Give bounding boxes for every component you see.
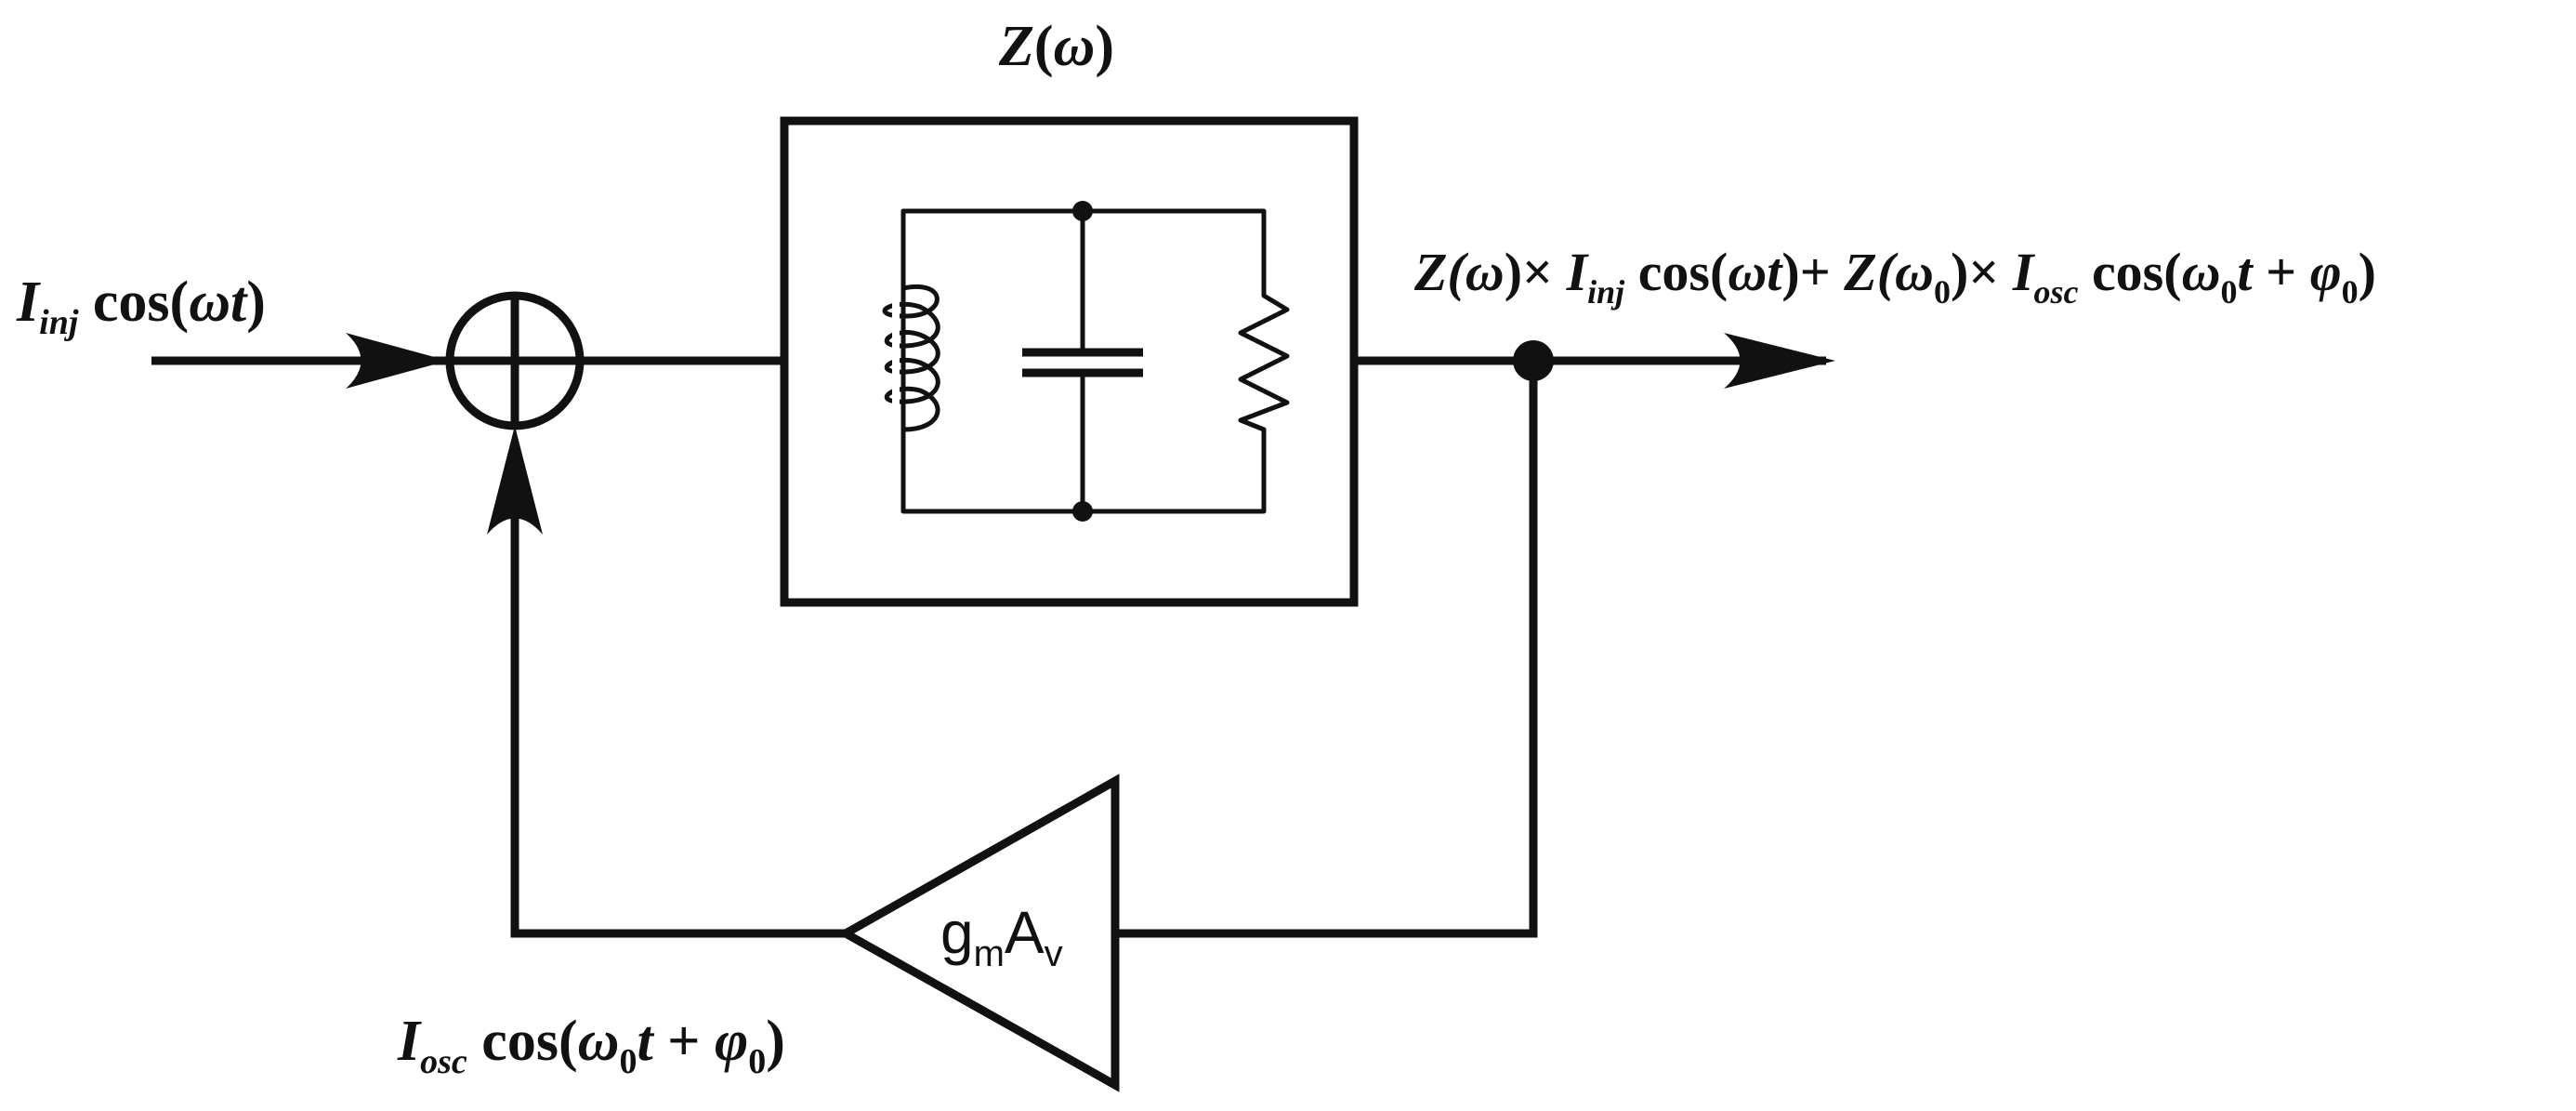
subscript: 0 (748, 1042, 766, 1081)
paren: ) (1095, 15, 1114, 78)
subscript: inj (39, 303, 79, 342)
omega-symbol: ω (189, 271, 230, 334)
omega-symbol: ω (578, 1010, 620, 1073)
omega-symbol: ω (1728, 242, 1767, 302)
subscript: osc (420, 1042, 467, 1081)
subscript: inj (1587, 273, 1625, 311)
amplifier-triangle (836, 774, 1120, 1092)
feedback-wire-right (1115, 361, 1538, 938)
gm-symbol: g (940, 899, 974, 966)
omega-symbol: ω (1895, 242, 1934, 302)
paren: ) (2359, 242, 2376, 302)
subscript: 0 (2221, 273, 2238, 311)
subscript: 0 (619, 1042, 637, 1081)
time-symbol: t (2238, 242, 2254, 302)
z-symbol: Z( (1413, 242, 1468, 302)
time-symbol: t (230, 271, 248, 334)
plus-text: )+ (1781, 242, 1844, 302)
z-symbol: Z( (1843, 242, 1898, 302)
subscript: osc (2033, 273, 2078, 311)
bottom-node-dot (1072, 501, 1093, 522)
cos-text: cos( (1624, 242, 1728, 302)
top-node-dot (1072, 201, 1093, 221)
inductor-symbol (882, 279, 940, 444)
phi-symbol: φ (2310, 242, 2342, 302)
z-symbol: Z (998, 15, 1034, 78)
feedback-wire-left (510, 502, 846, 938)
block-title-label: Z(ω) (998, 15, 1114, 78)
omega-symbol: ω (1465, 242, 1505, 302)
input-signal-label: Iinj cos(ωt) (16, 271, 266, 342)
current-symbol: I (2012, 242, 2036, 302)
times-text: )× (1951, 242, 2013, 302)
subscript: m (974, 933, 1005, 974)
paren: ( (1034, 15, 1054, 78)
cos-text: cos( (2078, 242, 2181, 302)
input-arrowhead (346, 333, 448, 389)
paren: ) (766, 1010, 785, 1073)
omega-symbol: ω (2182, 242, 2221, 302)
amplifier-label: gmAv (940, 899, 1063, 974)
feedback-signal-label: Iosc cos(ω0t + φ0) (397, 1010, 785, 1081)
output-arrowhead (1724, 333, 1835, 389)
current-symbol: I (397, 1010, 422, 1073)
current-symbol: I (1566, 242, 1590, 302)
plus-text: + (653, 1010, 715, 1073)
cos-text: cos( (78, 271, 189, 334)
plus-text: + (2253, 242, 2310, 302)
time-symbol: t (1767, 242, 1783, 302)
current-symbol: I (16, 271, 41, 334)
subscript: v (1045, 933, 1063, 974)
omega-symbol: ω (1054, 15, 1096, 78)
times-text: )× (1505, 242, 1567, 302)
paren: ) (246, 271, 266, 334)
resistor-symbol (1238, 288, 1290, 437)
cos-text: cos( (467, 1010, 578, 1073)
inductor-mask (892, 275, 900, 452)
time-symbol: t (637, 1010, 654, 1073)
av-symbol: A (1005, 899, 1045, 966)
subscript: 0 (1934, 273, 1951, 311)
output-signal-label: Z(ω)× Iinj cos(ωt)+ Z(ω0)× Iosc cos(ω0t … (1413, 242, 2376, 311)
phi-symbol: φ (715, 1010, 748, 1073)
subscript: 0 (2342, 273, 2359, 311)
feedback-arrowhead (487, 426, 543, 535)
